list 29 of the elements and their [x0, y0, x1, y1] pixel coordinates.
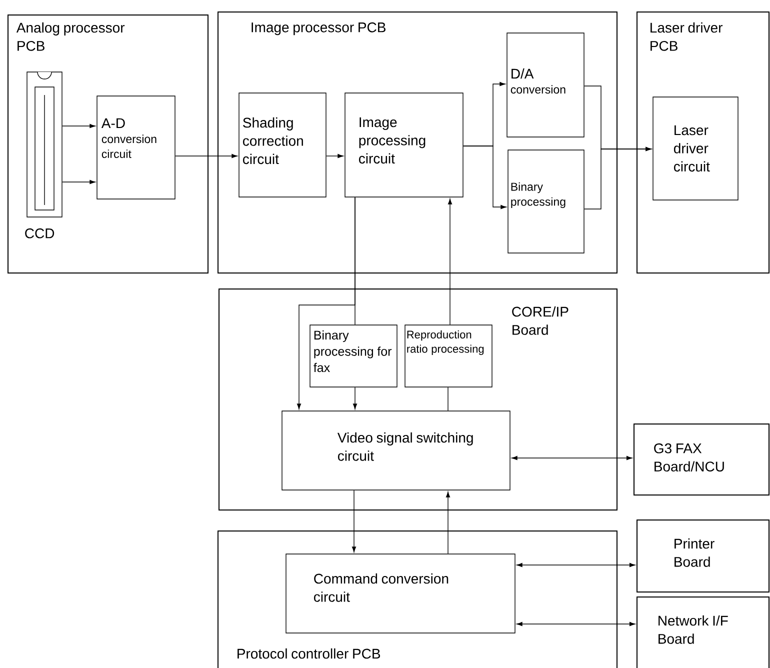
circuit-box: A-D conversion circuit	[96, 96, 176, 200]
arrow	[175, 154, 238, 158]
circuit-box: Laser driver circuit	[652, 96, 738, 200]
circuit-box: Reproduction ratio processing	[404, 324, 492, 388]
circuit-box: Binary processing	[508, 150, 584, 254]
ccd-drawing: CCD	[25, 72, 62, 238]
circuit-box: Shading correction circuit	[238, 92, 326, 198]
arrow	[446, 492, 450, 554]
board-box: G3 FAX Board/NCU	[634, 424, 770, 496]
arrow	[516, 562, 636, 568]
arrow	[62, 124, 96, 128]
arrow	[512, 456, 632, 460]
board-box: Printer Board	[636, 520, 770, 592]
arrow	[62, 180, 96, 184]
node-label: CCD	[25, 228, 54, 238]
arrow	[584, 146, 652, 210]
arrow	[352, 490, 356, 552]
arrow	[296, 197, 356, 410]
arrow	[463, 146, 506, 210]
arrow	[448, 198, 452, 325]
circuit-box: Command conversion circuit	[286, 554, 516, 634]
board-box: Network I/F Board	[636, 596, 770, 668]
arrow	[516, 622, 636, 626]
circuit-box: Binary processing for fax	[310, 324, 398, 388]
arrow	[326, 154, 344, 158]
circuit-box: D/A conversion	[506, 32, 584, 138]
circuit-box: Video signal switching circuit	[282, 410, 510, 490]
arrow	[352, 387, 358, 410]
circuit-box: Image processing circuit	[344, 92, 464, 198]
